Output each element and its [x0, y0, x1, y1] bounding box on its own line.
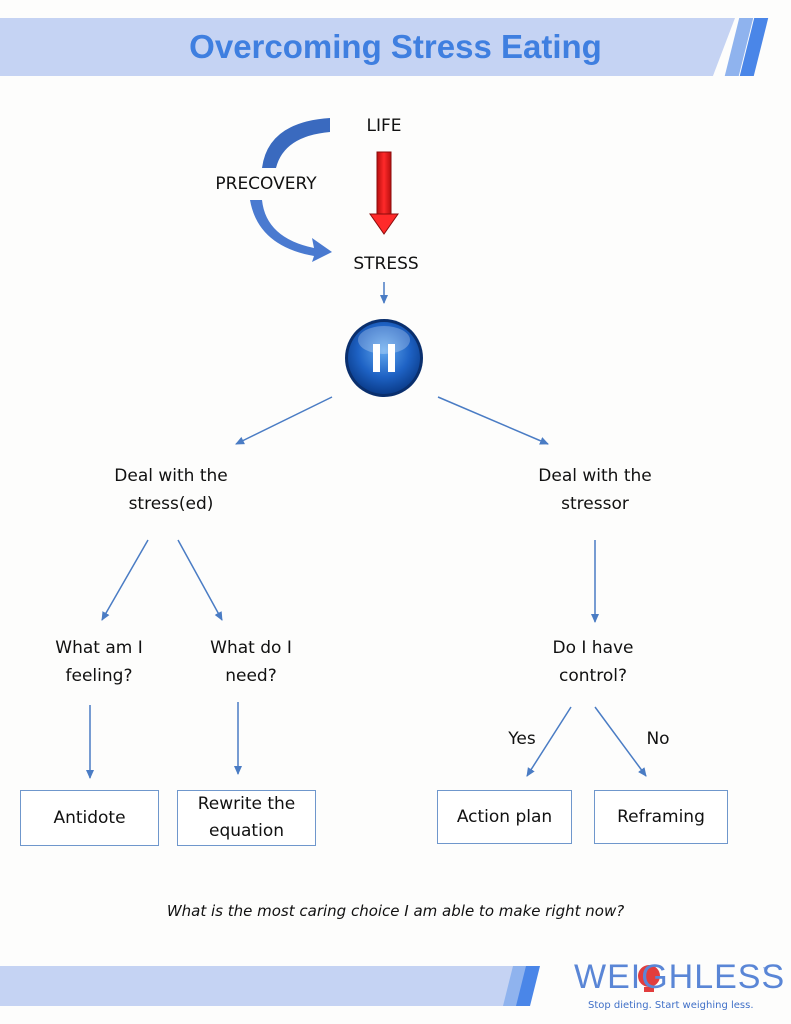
scale-logo-icon — [638, 965, 660, 992]
node-deal-with-stressor: Deal with the stressor — [538, 466, 652, 514]
node-do-i-have-control: Do I have control? — [552, 638, 634, 686]
node-precovery: PRECOVERY — [215, 174, 317, 194]
edge-label-yes: Yes — [508, 729, 536, 749]
closing-question: What is the most caring choice I am able… — [166, 902, 625, 920]
weighless-logo: WEIGHLESS ™ Stop dieting. Start weighing… — [574, 958, 784, 1016]
arrow-to-feeling — [101, 539, 149, 621]
pause-button-icon — [345, 319, 423, 397]
node-what-do-i-need: What do I need? — [210, 638, 292, 686]
arrow-to-action-plan — [526, 706, 572, 777]
node-life: LIFE — [366, 116, 402, 136]
logo-tagline: Stop dieting. Start weighing less. — [588, 1000, 754, 1011]
curved-arrow-icon — [250, 118, 332, 262]
arrow-to-right-branch — [437, 396, 549, 445]
footer-banner — [0, 966, 525, 1006]
box-reframing: Reframing — [594, 790, 728, 844]
box-action-plan: Action plan — [437, 790, 572, 844]
arrow-to-reframing — [594, 706, 647, 777]
header-banner: Overcoming Stress Eating — [0, 18, 791, 78]
box-antidote: Antidote — [20, 790, 159, 846]
banner-fill — [0, 18, 735, 76]
logo-trademark: ™ — [762, 966, 770, 975]
arrow-to-need — [177, 539, 223, 621]
logo-wordmark: WEIGHLESS — [574, 958, 786, 996]
node-what-am-i-feeling: What am I feeling? — [55, 638, 143, 686]
page-title: Overcoming Stress Eating — [189, 28, 602, 65]
red-down-arrow-icon — [369, 151, 399, 235]
box-rewrite-the-equation: Rewrite the equation — [177, 790, 316, 846]
edge-label-no: No — [646, 729, 670, 749]
node-deal-with-stressed: Deal with the stress(ed) — [114, 466, 228, 514]
node-stress: STRESS — [353, 254, 419, 274]
arrow-to-left-branch — [235, 396, 333, 445]
